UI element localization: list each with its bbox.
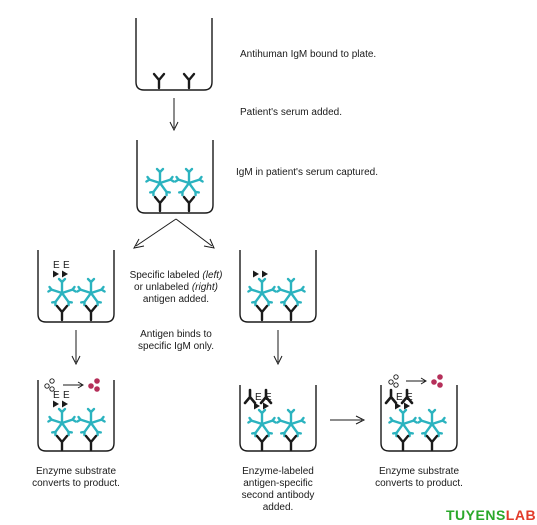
capture-antibody: [182, 195, 196, 213]
igm-molecule: [276, 277, 306, 307]
capture-antibody: [284, 304, 298, 322]
capture-antibody: [84, 434, 98, 452]
capture-antibody: [153, 195, 167, 213]
enzyme-label: E: [255, 392, 262, 403]
product-icon: [431, 374, 443, 388]
well-1-outline: [135, 18, 213, 91]
antigen-icon: [262, 270, 268, 278]
step-5-label-2: specific IgM only.: [138, 341, 214, 352]
enzyme-label: E: [396, 392, 403, 403]
mid-final-label: Enzyme-labeled: [242, 466, 314, 477]
capture-antibody: [55, 434, 69, 452]
arrow-split: [133, 218, 215, 249]
igm-molecule: [174, 167, 204, 197]
step-1-label: Antihuman IgM bound to plate.: [240, 49, 376, 60]
step-4-italic: (right): [192, 282, 218, 293]
capture-antibody: [255, 304, 269, 322]
watermark-part-2: LAB: [505, 507, 537, 523]
well-1: [135, 18, 213, 91]
step-5-label: Antigen binds to: [140, 329, 212, 340]
capture-antibody: [425, 434, 439, 452]
well-4-middle-outline: [239, 385, 317, 452]
enzyme-label: E: [406, 392, 413, 403]
igm-molecule: [276, 408, 306, 438]
capture-antibody: [55, 304, 69, 322]
capture-antibody: [182, 72, 196, 90]
antigen-icon: [404, 402, 410, 410]
igm-molecule: [47, 277, 77, 307]
antigen-icon: [62, 400, 68, 408]
well-4-right: E E: [380, 374, 458, 452]
step-4-label: Specific labeled (left): [130, 270, 223, 281]
antigen-icon: [254, 402, 260, 410]
second-antibody: [243, 388, 257, 405]
step-4-label-2: or unlabeled (right): [134, 282, 218, 293]
well-2-outline: [136, 140, 214, 214]
well-3-right: [239, 250, 317, 323]
right-final-label: Enzyme substrate: [379, 466, 459, 477]
igm-molecule: [47, 407, 77, 437]
well-3-left: E E: [37, 250, 115, 323]
step-4-label-3: antigen added.: [143, 294, 209, 305]
well-3-left-outline: [37, 250, 115, 323]
igm-molecule: [247, 277, 277, 307]
enzyme-label: E: [265, 392, 272, 403]
capture-antibody: [396, 434, 410, 452]
reaction-arrow: [406, 377, 427, 385]
capture-antibody: [84, 304, 98, 322]
antigen-icon: [395, 402, 401, 410]
mid-final-label-4: added.: [263, 502, 294, 513]
arrow-down-1: [169, 98, 179, 132]
watermark-part-1: TUYENS: [446, 507, 506, 523]
substrate-icon: [388, 374, 399, 388]
step-3-label: IgM in patient's serum captured.: [236, 167, 378, 178]
mid-final-label-2: antigen-specific: [243, 478, 312, 489]
enzyme-label: E: [53, 390, 60, 401]
igm-molecule: [417, 408, 447, 438]
substrate-icon: [44, 378, 55, 392]
arrow-right: [330, 415, 366, 425]
product-icon: [88, 378, 100, 392]
igm-molecule: [388, 408, 418, 438]
arrow-down-left: [71, 330, 81, 366]
step-2-label: Patient's serum added.: [240, 107, 342, 118]
well-4-left: E E: [37, 378, 115, 452]
igm-molecule: [145, 167, 175, 197]
antigen-icon: [62, 270, 68, 278]
well-2: [136, 140, 214, 214]
well-3-right-outline: [239, 250, 317, 323]
igm-molecule: [76, 277, 106, 307]
antigen-icon: [263, 402, 269, 410]
well-4-right-outline: [380, 385, 458, 452]
capture-antibody: [255, 434, 269, 452]
enzyme-label: E: [63, 390, 70, 401]
arrow-down-right: [273, 330, 283, 366]
second-antibody: [384, 388, 398, 405]
left-final-label-2: converts to product.: [32, 478, 120, 489]
antigen-icon: [53, 270, 59, 278]
enzyme-label: E: [53, 260, 60, 271]
antigen-icon: [53, 400, 59, 408]
well-4-middle: E E: [239, 385, 317, 452]
step-4-italic: (left): [202, 270, 222, 281]
well-4-left-outline: [37, 380, 115, 452]
antigen-icon: [253, 270, 259, 278]
capture-antibody: [284, 434, 298, 452]
step-4-text: Specific labeled: [130, 270, 203, 281]
igm-molecule: [76, 407, 106, 437]
reaction-arrow: [63, 381, 84, 389]
watermark-logo: TUYENSLAB: [446, 507, 536, 525]
enzyme-label: E: [63, 260, 70, 271]
right-final-label-2: converts to product.: [375, 478, 463, 489]
igm-molecule: [247, 408, 277, 438]
mid-final-label-3: second antibody: [242, 490, 315, 501]
left-final-label: Enzyme substrate: [36, 466, 116, 477]
step-4-text: or unlabeled: [134, 282, 192, 293]
capture-antibody: [152, 72, 166, 90]
